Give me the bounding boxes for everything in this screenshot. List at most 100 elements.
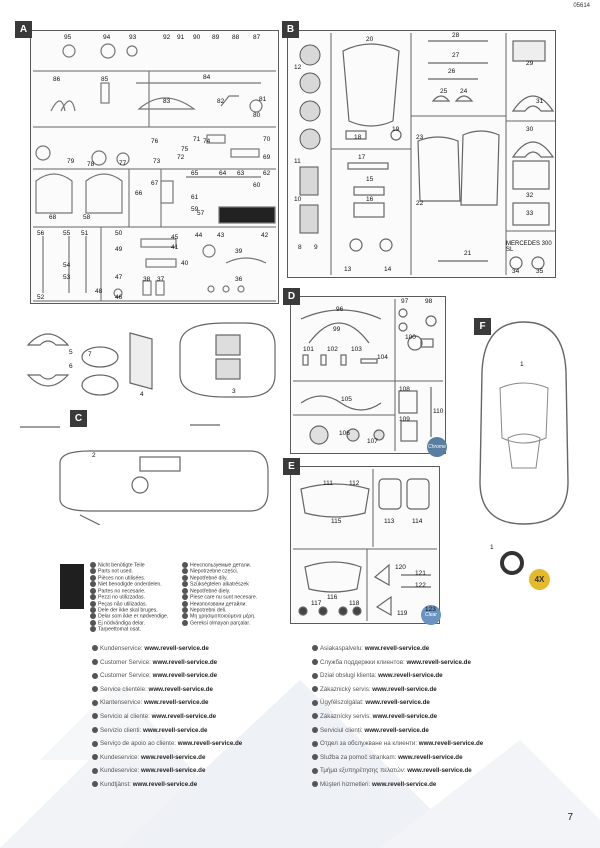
language-flag-icon <box>182 600 188 607</box>
part-label: 3 <box>232 388 236 395</box>
sprue-d-letter: D <box>283 288 300 305</box>
service-label: Zákaznícky servis: <box>320 712 371 720</box>
language-flag-icon <box>90 568 96 575</box>
service-link[interactable]: www.revell-service.de <box>365 699 430 707</box>
part-label: 66 <box>135 190 143 197</box>
legend-text: Partes no necesarie. <box>98 588 146 595</box>
part-label: 25 <box>440 88 448 95</box>
service-link[interactable]: www.revell-service.de <box>152 672 218 680</box>
sprue-a-drawing <box>33 43 276 302</box>
part-label: 14 <box>384 266 392 273</box>
service-link[interactable]: www.revell-service.de <box>177 740 243 748</box>
service-link[interactable]: www.revell-service.de <box>372 685 437 693</box>
chrome-tag: Chrome <box>427 437 447 457</box>
part-label: 53 <box>63 274 71 281</box>
language-flag-icon <box>92 726 98 733</box>
service-label: Klantenservice: <box>100 699 143 707</box>
part-label: 85 <box>101 76 109 83</box>
service-link[interactable]: www.revell-service.de <box>372 712 438 720</box>
service-link[interactable]: www.revell-service.de <box>406 658 471 666</box>
part-label: 39 <box>235 248 243 255</box>
service-row: Kundeservice: www.revell-service.de <box>92 751 242 765</box>
language-flag-icon <box>92 699 98 706</box>
sprue-d: D Chrome 96 97 98 99 100 101 102 103 104… <box>283 288 447 457</box>
service-link[interactable]: www.revell-service.de <box>418 740 484 748</box>
part-label: 115 <box>331 518 342 525</box>
language-flag-icon <box>182 606 188 613</box>
legend-text: Неизползвани детайли. <box>190 600 247 607</box>
service-link[interactable]: www.revell-service.de <box>398 753 463 761</box>
service-link[interactable]: www.revell-service.de <box>152 658 218 666</box>
service-row: Customer Service: www.revell-service.de <box>92 669 242 683</box>
legend-row: Tarpeettomat osat. <box>90 626 168 633</box>
part-label: 75 <box>181 146 189 153</box>
service-link[interactable]: www.revell-service.de <box>364 726 429 734</box>
part-label: 11 <box>294 158 301 165</box>
service-link[interactable]: www.revell-service.de <box>407 767 472 775</box>
service-link[interactable]: www.revell-service.de <box>140 753 206 761</box>
part-label: 118 <box>349 600 360 607</box>
legend-text: Pièces non utilisées. <box>98 575 146 582</box>
part-label: 52 <box>37 294 45 301</box>
service-link[interactable]: www.revell-service.de <box>140 767 206 775</box>
part-label: 86 <box>53 76 61 83</box>
language-flag-icon <box>182 581 188 588</box>
service-link[interactable]: www.revell-service.de <box>144 699 209 707</box>
unused-parts-legend-right: Ненспользуемые детали. Niepotrzebne częś… <box>182 562 257 626</box>
part-label: 78 <box>87 161 95 168</box>
language-flag-icon <box>90 587 96 594</box>
service-link[interactable]: www.revell-service.de <box>143 726 208 734</box>
service-link[interactable]: www.revell-service.de <box>364 645 430 652</box>
sprue-c-letter: C <box>70 410 87 427</box>
service-label: Customer Service: <box>100 672 151 680</box>
language-flag-icon <box>90 619 96 626</box>
part-label: 22 <box>416 200 424 207</box>
part-label: 105 <box>341 396 352 403</box>
legend-text: Peças não utilizadas. <box>98 600 148 607</box>
service-link[interactable]: www.revell-service.de <box>144 645 209 652</box>
part-label: 47 <box>115 274 123 281</box>
language-flag-icon <box>182 619 188 626</box>
service-link[interactable]: www.revell-service.de <box>378 672 443 680</box>
service-link[interactable]: www.revell-service.de <box>148 685 213 693</box>
service-row: Servicio al cliente: www.revell-service.… <box>92 710 242 724</box>
legend-text: Niepotrzebne części. <box>190 568 239 575</box>
part-label: 56 <box>37 230 45 237</box>
service-label: Dział obsługi klienta: <box>320 672 377 680</box>
part-label: 1 <box>490 544 494 551</box>
legend-row: Ненспользуемые детали. <box>182 562 257 568</box>
service-link[interactable]: www.revell-service.de <box>371 780 437 788</box>
legend-row: Nepotřebné diely. <box>182 587 257 594</box>
quantity-4x-tag: 4X <box>529 569 550 590</box>
legend-row: Piese care nu sunt necesare. <box>182 594 257 600</box>
service-row: Asiakaspalvelu: www.revell-service.de <box>312 642 483 656</box>
service-label: Asiakaspalvelu: <box>320 645 363 652</box>
legend-text: Delar som ikke er nødvendige. <box>98 613 169 620</box>
service-label: Kundeservice: <box>100 767 140 775</box>
service-row: Служба поддержки клиентов: www.revell-se… <box>312 656 483 670</box>
service-label: Kundeservice: <box>100 753 140 761</box>
legend-text: Nepotřebné díly. <box>190 575 228 582</box>
part-label: 13 <box>344 266 352 273</box>
legend-row: Parts not used. <box>90 568 168 575</box>
language-flag-icon <box>312 726 318 733</box>
page-number: 7 <box>567 812 573 823</box>
part-label: 76 <box>151 138 159 145</box>
language-flag-icon <box>312 645 318 652</box>
part-label: 1 <box>520 361 524 368</box>
part-label: 31 <box>536 98 544 105</box>
part-label: 69 <box>263 154 271 161</box>
service-row: Kundeservice: www.revell-service.de <box>92 764 242 778</box>
service-link[interactable]: www.revell-service.de <box>132 780 198 788</box>
part-label: 51 <box>81 230 89 237</box>
part-label: 17 <box>358 154 366 161</box>
service-row: Dział obsługi klienta: www.revell-servic… <box>312 669 483 683</box>
language-flag-icon <box>92 645 98 652</box>
language-flag-icon <box>92 781 98 788</box>
language-flag-icon <box>312 658 318 665</box>
sprue-d-drawing <box>293 299 443 451</box>
sprue-b-drawing <box>299 33 555 275</box>
legend-row: Неизползвани детайли. <box>182 600 257 607</box>
part-label: 57 <box>197 210 205 217</box>
service-link[interactable]: www.revell-service.de <box>151 712 217 720</box>
